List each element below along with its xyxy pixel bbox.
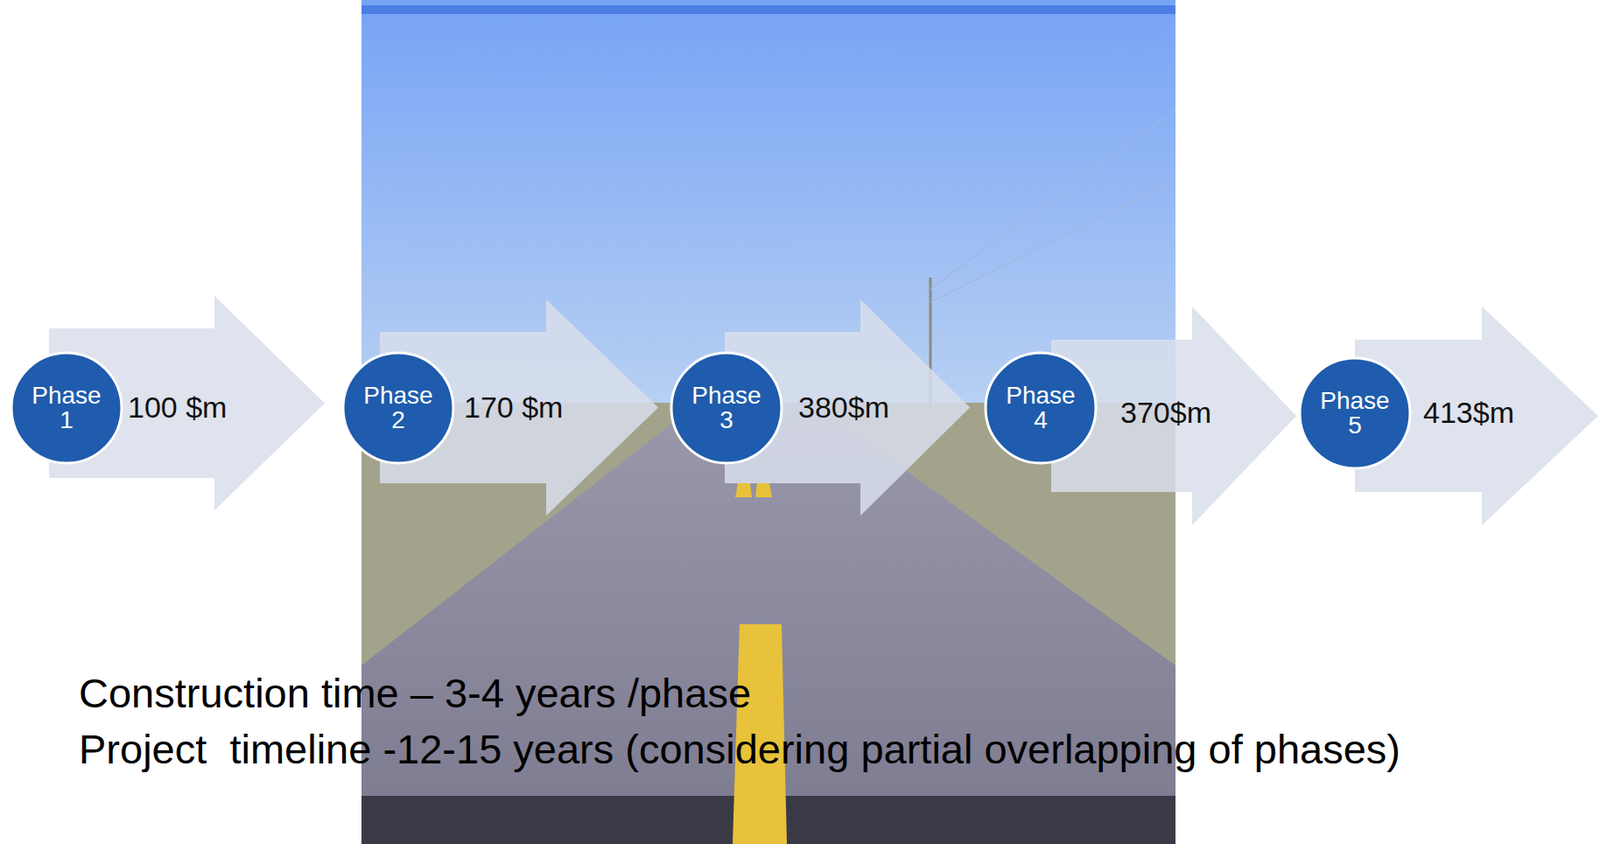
phase-arrow: 100 $mPhase 1 bbox=[49, 295, 325, 511]
wire bbox=[930, 179, 1176, 302]
phase-circle: Phase 2 bbox=[340, 350, 457, 466]
phase-arrow: 413$mPhase 5 bbox=[1354, 306, 1599, 526]
circle-outline bbox=[1299, 357, 1411, 469]
phase-name: Phase 5 bbox=[1319, 388, 1390, 438]
circle-outline bbox=[11, 352, 122, 464]
phase-arrow: 370$mPhase 4 bbox=[1051, 306, 1297, 526]
phase-circle: Phase 4 bbox=[982, 350, 1099, 466]
cost-label: 370$m bbox=[1120, 395, 1212, 430]
phase-circle: Phase 1 bbox=[8, 350, 125, 466]
cost-label: 100 $m bbox=[127, 390, 227, 425]
cost-label: 170 $m bbox=[463, 390, 563, 425]
phase-name: Phase 4 bbox=[1005, 383, 1075, 433]
wire bbox=[930, 109, 1176, 289]
note: Construction time – 3-4 years /phase bbox=[78, 665, 1401, 722]
circle-outline bbox=[671, 352, 782, 464]
phase-name: Phase 3 bbox=[691, 383, 761, 433]
circle-outline bbox=[985, 352, 1096, 464]
cost-label: 380$m bbox=[798, 390, 890, 425]
phase-name: Phase 2 bbox=[363, 383, 433, 433]
center-line bbox=[735, 483, 752, 498]
phase-circle: Phase 3 bbox=[668, 350, 785, 466]
cost-label: 413$m bbox=[1423, 395, 1515, 430]
phase-name: Phase 1 bbox=[31, 383, 101, 433]
circle-outline bbox=[343, 352, 454, 464]
notes: Construction time – 3-4 years /phaseProj… bbox=[78, 665, 1401, 778]
phase-arrow: 170 $mPhase 2 bbox=[379, 299, 659, 516]
phase-arrow: 380$mPhase 3 bbox=[724, 299, 970, 516]
note: Project timeline -12-15 years (consideri… bbox=[78, 721, 1401, 778]
top-bar bbox=[361, 5, 1176, 15]
phase-circle: Phase 5 bbox=[1297, 355, 1413, 471]
center-line bbox=[755, 483, 772, 498]
